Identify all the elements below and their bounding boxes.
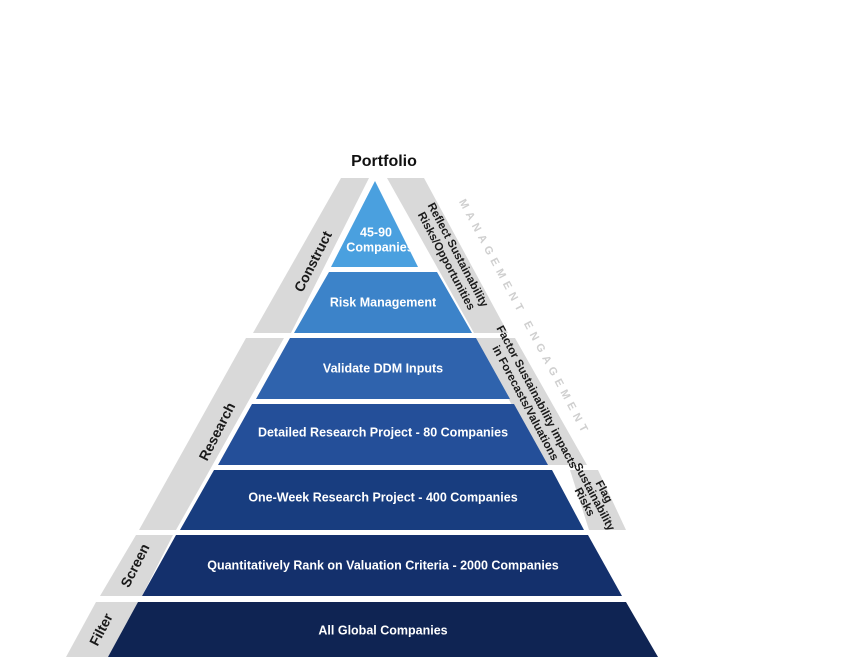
level-validate (256, 338, 510, 399)
screen-band (100, 535, 173, 596)
level-risk-label: Risk Management (330, 295, 437, 309)
level-portfolio (331, 181, 418, 267)
level-detailed (218, 404, 548, 465)
filter-band (66, 602, 138, 657)
level-portfolio-line1: 45-90 (360, 225, 392, 239)
level-portfolio-line2: Companies (346, 240, 413, 254)
level-quant-label: Quantitatively Rank on Valuation Criteri… (207, 558, 559, 572)
level-oneweek-label: One-Week Research Project - 400 Companie… (248, 490, 517, 504)
research-band (139, 338, 284, 530)
portfolio-title: Portfolio (351, 153, 417, 170)
level-risk (294, 272, 472, 333)
level-quant (142, 535, 622, 596)
construct-band (253, 178, 369, 333)
reflect-band (387, 178, 508, 333)
level-oneweek (180, 470, 584, 530)
level-global (108, 602, 658, 657)
flag-band (570, 470, 626, 530)
level-global-label: All Global Companies (318, 623, 447, 637)
level-validate-label: Validate DDM Inputs (323, 361, 443, 375)
level-detailed-label: Detailed Research Project - 80 Companies (258, 425, 508, 439)
factor-band (474, 338, 587, 465)
